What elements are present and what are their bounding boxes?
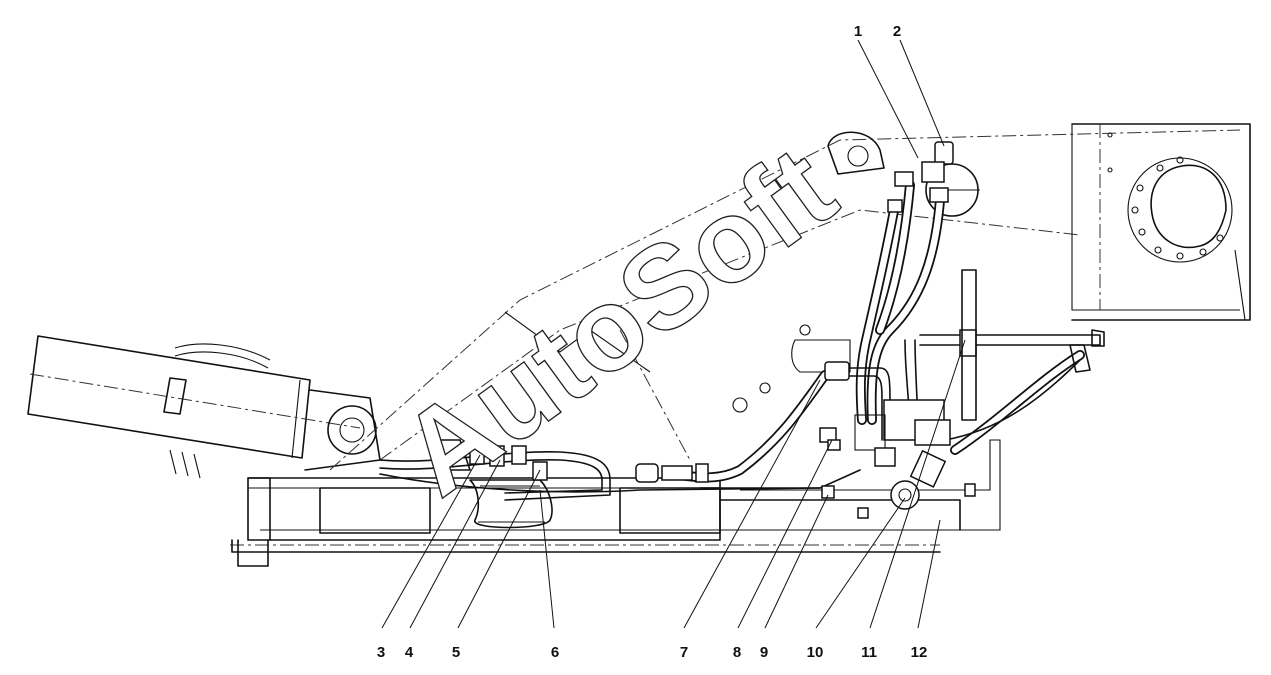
- main-boom: [329, 129, 1241, 471]
- callout-2: 2: [893, 23, 901, 40]
- callout-7: 7: [680, 644, 688, 661]
- callout-4: 4: [405, 644, 414, 661]
- callout-8: 8: [733, 644, 741, 661]
- callout-3: 3: [377, 644, 385, 661]
- callout-11: 11: [861, 644, 877, 661]
- callout-5: 5: [452, 644, 460, 661]
- callout-leaders: [381, 39, 966, 629]
- callout-12: 12: [911, 644, 928, 661]
- flange-bolts: [1131, 156, 1224, 260]
- watermark-text: AutoSoft: [378, 121, 859, 521]
- callout-10: 10: [807, 644, 824, 661]
- callout-6: 6: [551, 644, 559, 661]
- turret-plate: [925, 123, 1251, 321]
- base-frame: [230, 439, 1001, 567]
- callout-1: 1: [854, 23, 862, 40]
- callout-labels: 1 2 3 4 5 6 7 8 9 10 11 12: [377, 23, 928, 661]
- callout-9: 9: [760, 644, 768, 661]
- boom-cylinder: [27, 335, 381, 479]
